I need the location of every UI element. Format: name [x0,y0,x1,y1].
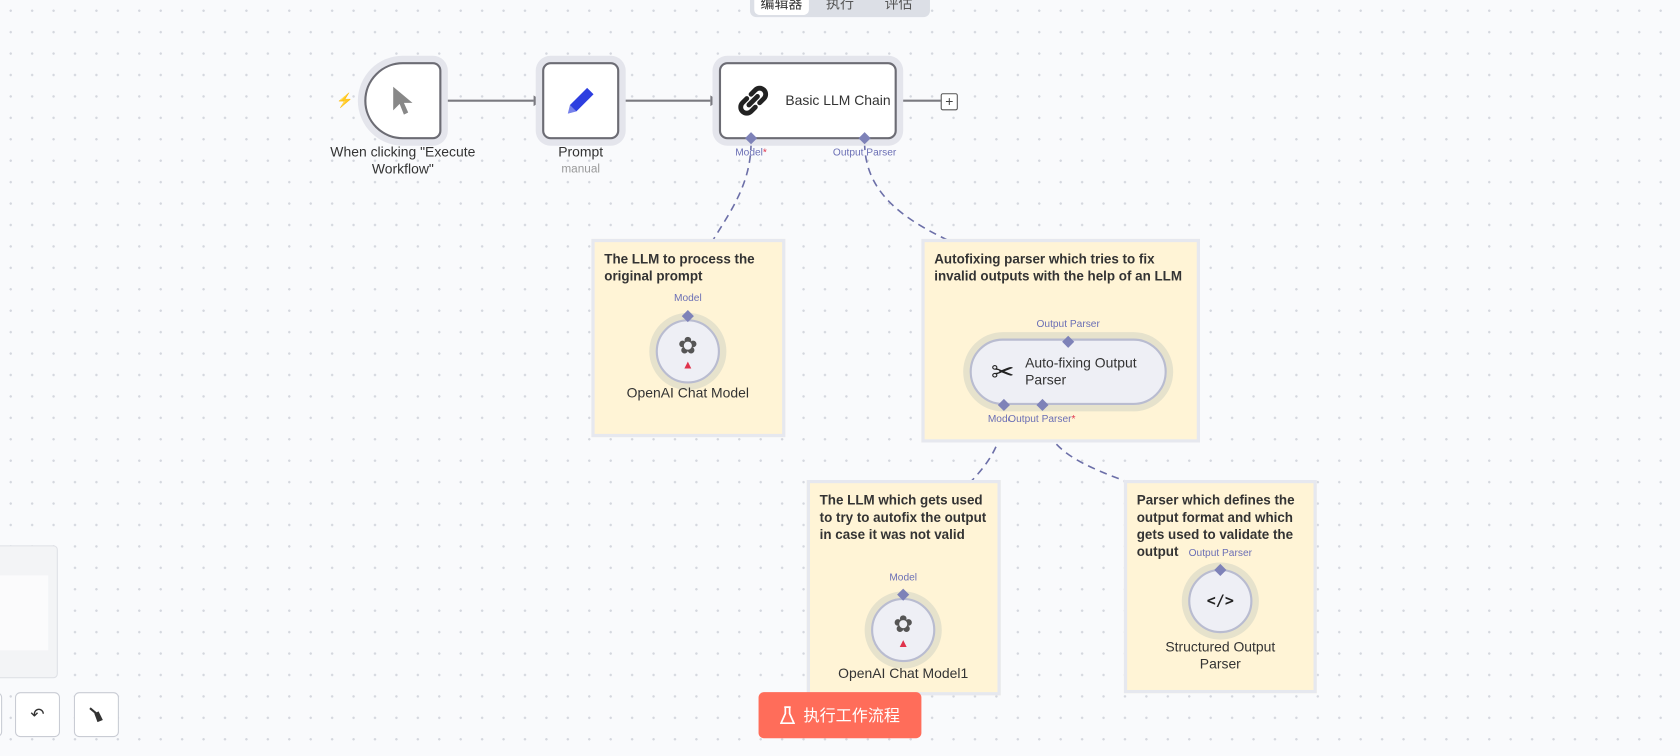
broom-icon [89,707,103,723]
node-openai-chat-model[interactable]: ✿ ▲ [655,319,720,384]
tab-evaluations[interactable]: 评估 [884,0,913,12]
node-sublabel: manual [561,162,601,176]
handle-label: Output Parser [832,146,897,159]
code-icon: </> [1206,592,1234,610]
sticky-text: The LLM which gets used to try to autofi… [819,492,987,543]
tools-icon: ✂ [991,355,1015,388]
node-label: Prompt [558,143,604,160]
node-label: When clicking "Execute Workflow" [330,143,476,177]
node-manual-trigger[interactable] [364,62,442,140]
handle-label: Model* [735,146,767,159]
arrow-head [533,95,543,107]
tab-editor[interactable]: 编辑器 [754,0,809,15]
openai-icon: ✿ [893,610,914,638]
pencil-icon [567,87,594,114]
handle-label: Model [673,292,702,305]
handle-label: Model [987,413,1009,426]
sticky-text: Parser which defines the output format a… [1136,492,1295,560]
warning-icon: ▲ [681,358,694,372]
node-label: OpenAI Chat Model1 [838,665,969,682]
node-label: Auto-fixing Output Parser [1025,354,1137,388]
warning-icon: ▲ [897,637,910,651]
side-panel [0,545,58,679]
node-structured-output-parser[interactable]: </> [1188,568,1253,634]
arrow-head [710,95,719,107]
handle-label: Output Parser [1036,318,1100,330]
undo-icon: ↶ [30,706,45,725]
sticky-text: Autofixing parser which tries to fix inv… [934,251,1183,284]
node-label: OpenAI Chat Model [626,384,750,401]
execute-workflow-button[interactable]: 执行工作流程 [758,692,922,739]
node-openai-chat-model1[interactable]: ✿ ▲ [871,597,936,663]
undo-button[interactable]: ↶ [14,692,60,738]
node-prompt[interactable] [542,62,620,140]
tab-executions[interactable]: 执行 [826,0,854,12]
node-basic-llm-chain[interactable]: Basic LLM Chain [718,62,897,140]
cursor-icon [393,86,413,115]
openai-icon: ✿ [677,332,698,359]
flask-icon [779,705,795,724]
view-tabs: 编辑器 执行 评估 [749,0,930,18]
handle-label: Model [889,572,918,584]
sticky-note[interactable]: Parser which defines the output format a… [1123,479,1317,694]
panel-content [0,575,49,651]
node-label: Structured Output Parser [1165,638,1276,672]
zoom-button[interactable] [0,692,3,738]
sticky-note[interactable]: The LLM which gets used to try to autofi… [806,479,1001,696]
node-label: Basic LLM Chain [785,92,891,109]
sticky-text: The LLM to process the original prompt [604,251,755,284]
clear-button[interactable] [73,692,119,738]
add-node-button[interactable]: + [940,93,958,111]
handle-label: Output Parser [1188,547,1252,560]
link-icon [738,85,769,116]
handle-label: Output Parser* [1008,413,1076,426]
node-auto-fixing-output-parser[interactable]: ✂ Auto-fixing Output Parser [969,338,1167,405]
lightning-icon: ⚡ [336,92,354,109]
execute-label: 执行工作流程 [803,707,900,726]
